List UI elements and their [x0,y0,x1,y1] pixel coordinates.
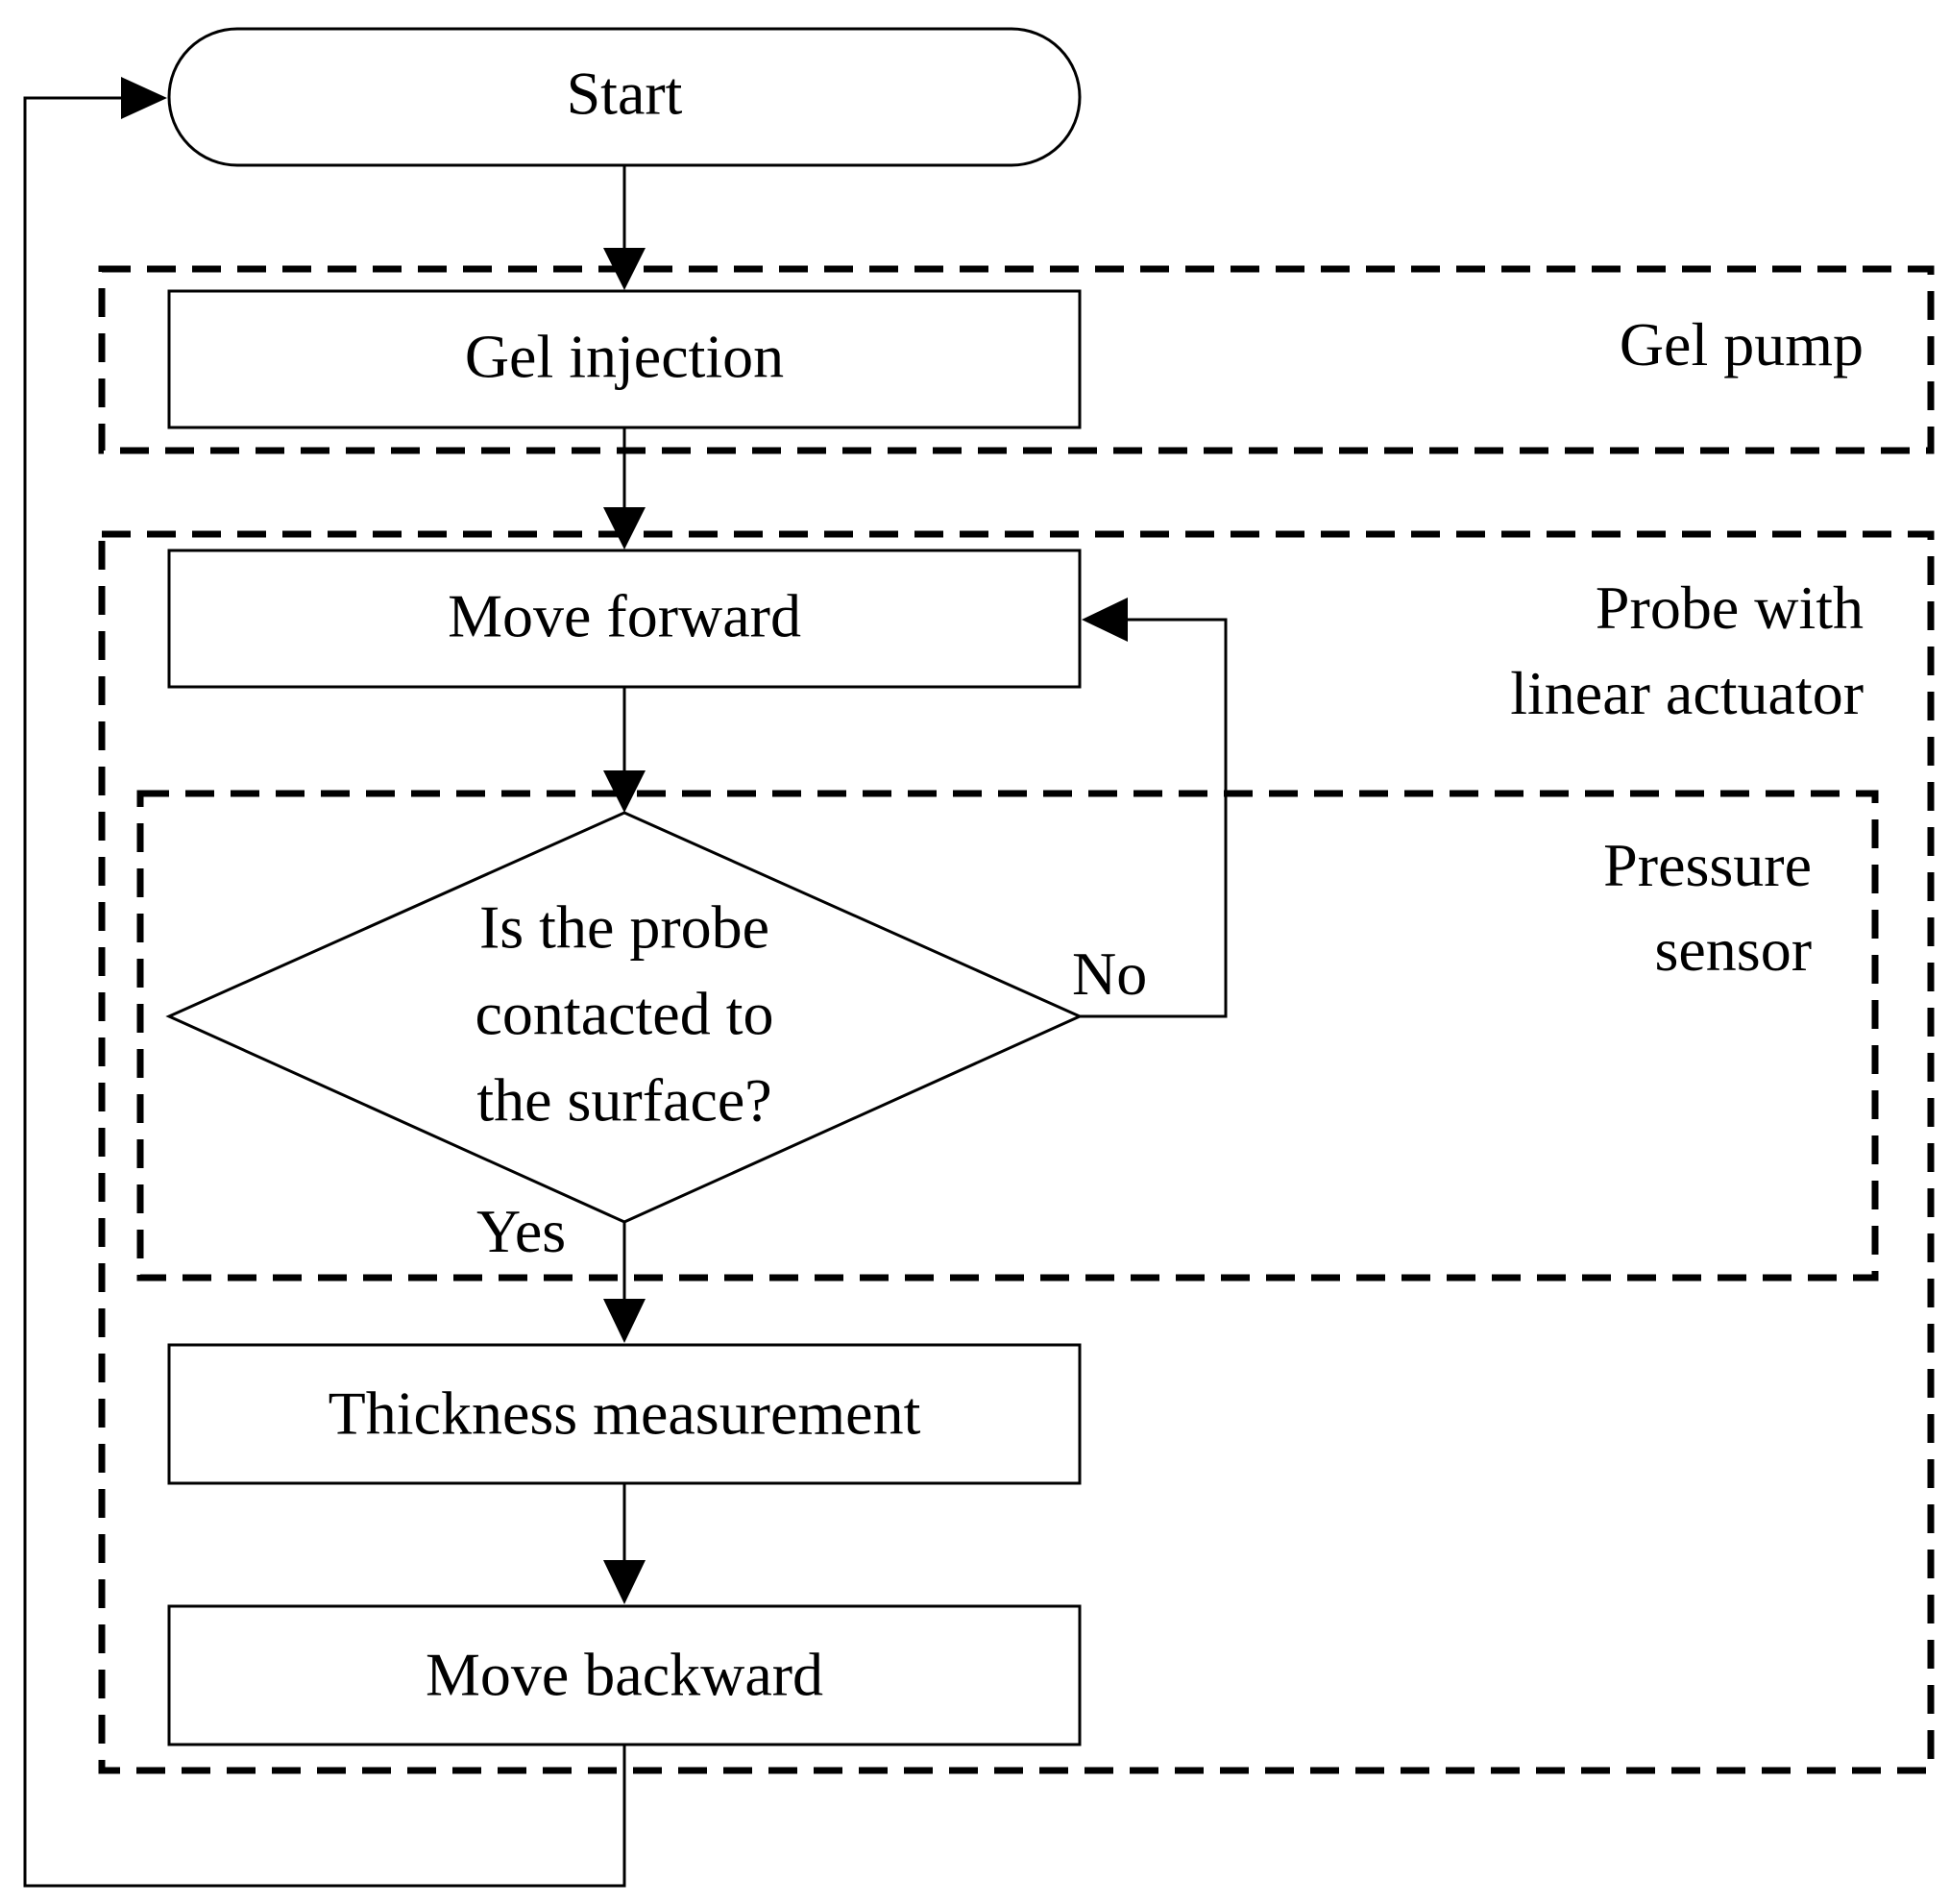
node-move-forward [167,549,1082,689]
arrowhead-forward [603,507,646,549]
group-pressure-sensor-label-1: Pressure [1603,831,1812,899]
node-move-backward [167,1604,1082,1746]
edge-no-loop [1080,618,1228,1018]
arrowhead-gel [603,248,646,290]
group-gel-pump-label: Gel pump [1620,310,1864,378]
arrowhead-start [121,77,167,119]
node-decision-line-2: contacted to [475,980,774,1048]
arrowhead-no-loop [1082,598,1128,642]
edge-return-loop [23,96,626,1888]
node-decision-line-1: Is the probe [479,893,769,962]
arrowhead-decision [603,770,646,813]
edge-label-yes: Yes [476,1197,566,1265]
group-probe-actuator-border [98,530,1935,1774]
group-pressure-sensor-border [136,790,1879,1282]
node-thickness-measurement [167,1343,1082,1485]
edge-label-no: No [1072,940,1147,1008]
arrowhead-thickness [603,1299,646,1343]
node-gel-injection-label: Gel injection [465,323,784,391]
node-thickness-measurement-label: Thickness measurement [329,1379,921,1448]
arrowhead-backward [603,1560,646,1604]
node-decision [165,811,1084,1224]
group-probe-actuator-label-2: linear actuator [1510,659,1864,727]
node-move-backward-label: Move backward [426,1641,823,1709]
group-probe-actuator-label-1: Probe with [1596,574,1864,642]
group-gel-pump-border [98,265,1935,454]
node-decision-line-3: the surface? [476,1066,771,1135]
node-start [167,27,1082,167]
node-gel-injection [167,289,1082,429]
group-pressure-sensor-label-2: sensor [1654,915,1812,984]
node-start-label: Start [567,60,683,128]
node-move-forward-label: Move forward [448,582,801,650]
